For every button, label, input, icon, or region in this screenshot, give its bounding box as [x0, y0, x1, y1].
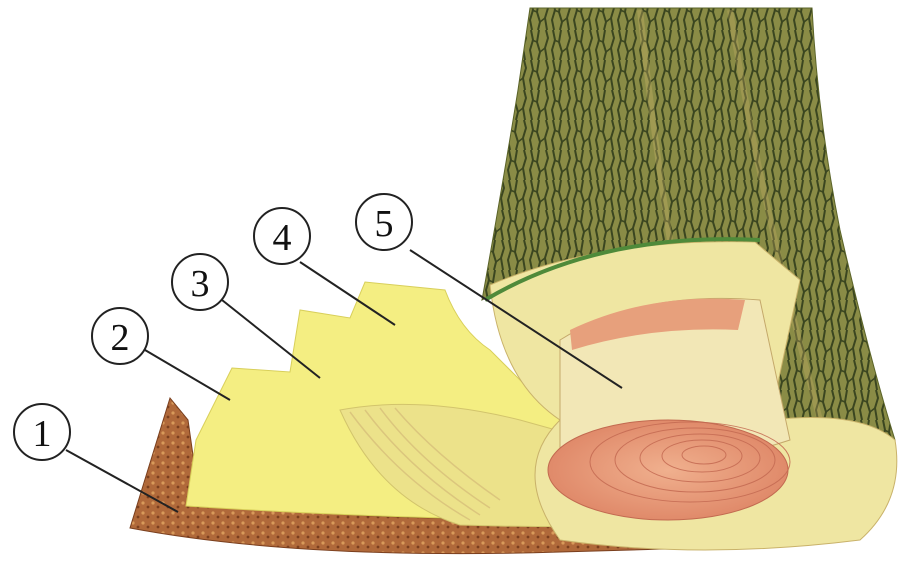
callout-4-label: 4	[273, 217, 292, 259]
callout-3: 3	[172, 254, 228, 310]
leader-line-2	[145, 350, 230, 400]
callout-5: 5	[356, 194, 412, 250]
callout-2-label: 2	[111, 317, 130, 359]
callout-5-label: 5	[375, 203, 394, 245]
callout-2: 2	[92, 308, 148, 364]
callout-3-label: 3	[191, 263, 210, 305]
inner-log	[548, 298, 790, 520]
callout-1: 1	[14, 404, 70, 460]
callout-1-label: 1	[33, 413, 52, 455]
callout-4: 4	[254, 208, 310, 264]
